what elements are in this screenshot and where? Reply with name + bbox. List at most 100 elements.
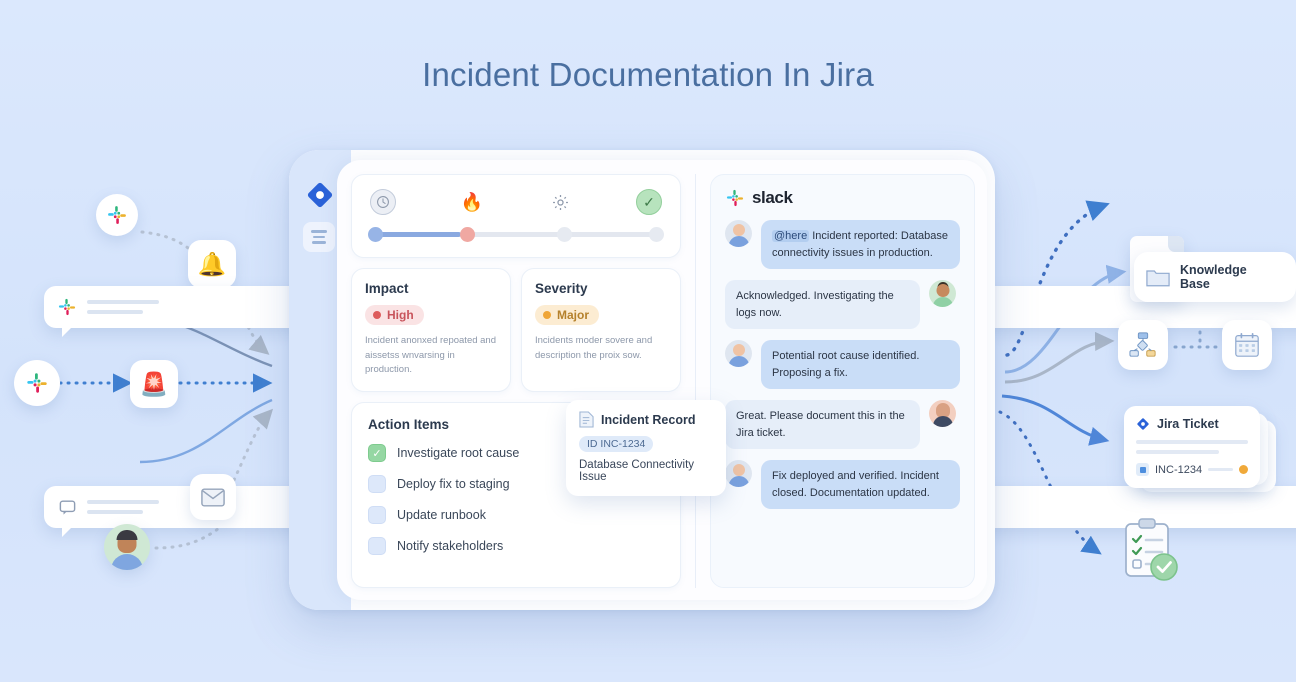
- message-text: Incident reported: Database connectivity…: [772, 230, 949, 259]
- impact-severity-row: Impact High Incident anonxed repoated an…: [351, 268, 681, 393]
- action-item[interactable]: Deploy fix to staging: [368, 475, 664, 494]
- action-item-label: Investigate root cause: [397, 446, 520, 461]
- siren-icon: 🚨: [139, 370, 169, 397]
- envelope-icon: [201, 487, 225, 507]
- severity-badge: Major: [535, 305, 600, 325]
- checklist-complete[interactable]: [1118, 516, 1198, 588]
- severity-dot-icon: [543, 311, 551, 319]
- slack-message: Acknowledged. Investigating the logs now…: [725, 280, 956, 329]
- severity-description: Incidents moder sovere and description t…: [535, 335, 653, 361]
- timeline-track[interactable]: [368, 227, 664, 242]
- knowledge-base-label: Knowledge Base: [1180, 263, 1247, 291]
- action-item-label: Notify stakeholders: [397, 539, 504, 554]
- checkbox-icon[interactable]: [368, 506, 386, 525]
- impact-dot-icon: [373, 311, 381, 319]
- page-fold: [1168, 236, 1184, 252]
- message-lines: [87, 300, 159, 314]
- rail-document-icon[interactable]: [303, 222, 335, 252]
- chat-bubble-icon: [57, 497, 77, 517]
- incident-record-card[interactable]: Incident Record ID INC-1234 Database Con…: [566, 400, 726, 496]
- incident-timeline: 🔥 ✓: [351, 174, 681, 258]
- timeline-dot-4[interactable]: [649, 227, 664, 242]
- status-dot-icon: [1239, 465, 1248, 474]
- calendar-icon-card[interactable]: [1222, 320, 1272, 370]
- incident-record-id: ID INC-1234: [579, 436, 654, 452]
- jira-ticket-id: INC-1234: [1155, 463, 1203, 476]
- message-bubble: Fix deployed and verified. Incident clos…: [761, 460, 960, 509]
- slack-icon: [726, 189, 744, 207]
- action-item[interactable]: Update runbook: [368, 506, 664, 525]
- action-item[interactable]: ✓ Investigate root cause: [368, 444, 664, 463]
- message-bubble: @here Incident reported: Database connec…: [761, 220, 960, 269]
- flowchart-icon-card[interactable]: [1118, 320, 1168, 370]
- placeholder-line: [1136, 450, 1219, 454]
- impact-card: Impact High Incident anonxed repoated an…: [351, 268, 511, 393]
- siren-alert[interactable]: 🚨: [130, 360, 178, 408]
- slack-message: Fix deployed and verified. Incident clos…: [725, 460, 960, 509]
- avatar-user-a: [725, 460, 752, 487]
- slack-header: slack: [725, 188, 960, 208]
- bubble-tail: [62, 527, 72, 537]
- action-item-label: Update runbook: [397, 508, 486, 523]
- slack-icon: [108, 206, 126, 224]
- jira-ticket-meta: INC-1234: [1136, 463, 1248, 476]
- slack-pane: slack @here Incident reported: Database …: [710, 174, 975, 588]
- pane-divider: [695, 174, 696, 588]
- impact-badge-label: High: [387, 308, 414, 322]
- jira-ticket-card[interactable]: Jira Ticket INC-1234: [1124, 406, 1260, 488]
- message-bubble: Great. Please document this in the Jira …: [725, 400, 920, 449]
- message-bubble: Acknowledged. Investigating the logs now…: [725, 280, 920, 329]
- message-lines: [87, 500, 159, 514]
- knowledge-base-card[interactable]: Knowledge Base: [1134, 252, 1296, 302]
- avatar-icon: [104, 524, 150, 570]
- gear-icon: [547, 189, 573, 215]
- slack-logo-top[interactable]: [96, 194, 138, 236]
- tablet-device: 🔥 ✓: [289, 150, 995, 610]
- avatar-user-b: [929, 280, 956, 307]
- timeline-icons: 🔥 ✓: [368, 189, 664, 227]
- clock-icon: [370, 189, 396, 215]
- checkbox-icon[interactable]: [368, 537, 386, 556]
- timeline-dot-3[interactable]: [557, 227, 573, 242]
- message-bubble: Potential root cause identified. Proposi…: [761, 340, 960, 389]
- check-circle-icon: ✓: [635, 189, 662, 215]
- flowchart-icon: [1129, 332, 1156, 357]
- checkbox-checked-icon[interactable]: ✓: [368, 444, 386, 463]
- bubble-tail: [62, 327, 72, 337]
- calendar-icon: [1235, 332, 1259, 357]
- timeline-dot-2[interactable]: [459, 227, 475, 242]
- severity-card: Severity Major Incidents moder sovere an…: [521, 268, 681, 393]
- slack-conversation: slack @here Incident reported: Database …: [710, 174, 975, 588]
- bell-notification[interactable]: 🔔: [188, 240, 236, 288]
- jira-ticket-title: Jira Ticket: [1157, 417, 1219, 431]
- slack-message: Potential root cause identified. Proposi…: [725, 340, 960, 389]
- slack-icon: [58, 298, 76, 316]
- avatar-user-a: [725, 220, 752, 247]
- avatar-user-a: [725, 340, 752, 367]
- impact-description: Incident anonxed repoated and aissetss w…: [365, 335, 496, 376]
- action-item-label: Deploy fix to staging: [397, 477, 510, 492]
- checkbox-icon[interactable]: [368, 475, 386, 494]
- jira-ticket-header: Jira Ticket: [1136, 417, 1248, 431]
- email-envelope[interactable]: [190, 474, 236, 520]
- document-icon: [579, 411, 594, 428]
- action-items-title: Action Items: [368, 417, 450, 433]
- clipboard-check-icon: [1125, 518, 1178, 581]
- slack-wordmark: slack: [752, 188, 793, 207]
- action-item[interactable]: Notify stakeholders: [368, 537, 664, 556]
- severity-badge-label: Major: [557, 308, 590, 322]
- slack-message: @here Incident reported: Database connec…: [725, 220, 960, 269]
- slack-icon: [27, 373, 47, 393]
- incident-record-title: Incident Record: [601, 412, 696, 427]
- placeholder-line: [1208, 468, 1233, 471]
- jira-diamond-icon[interactable]: [305, 180, 335, 210]
- person-avatar[interactable]: [104, 524, 150, 570]
- impact-badge: High: [365, 305, 424, 325]
- severity-title: Severity: [535, 281, 588, 296]
- jira-diamond-icon: [1137, 418, 1149, 430]
- slack-logo-left[interactable]: [14, 360, 60, 406]
- folder-icon: [1146, 270, 1170, 287]
- incident-record-header: Incident Record: [579, 411, 713, 428]
- timeline-dot-1[interactable]: [368, 227, 383, 242]
